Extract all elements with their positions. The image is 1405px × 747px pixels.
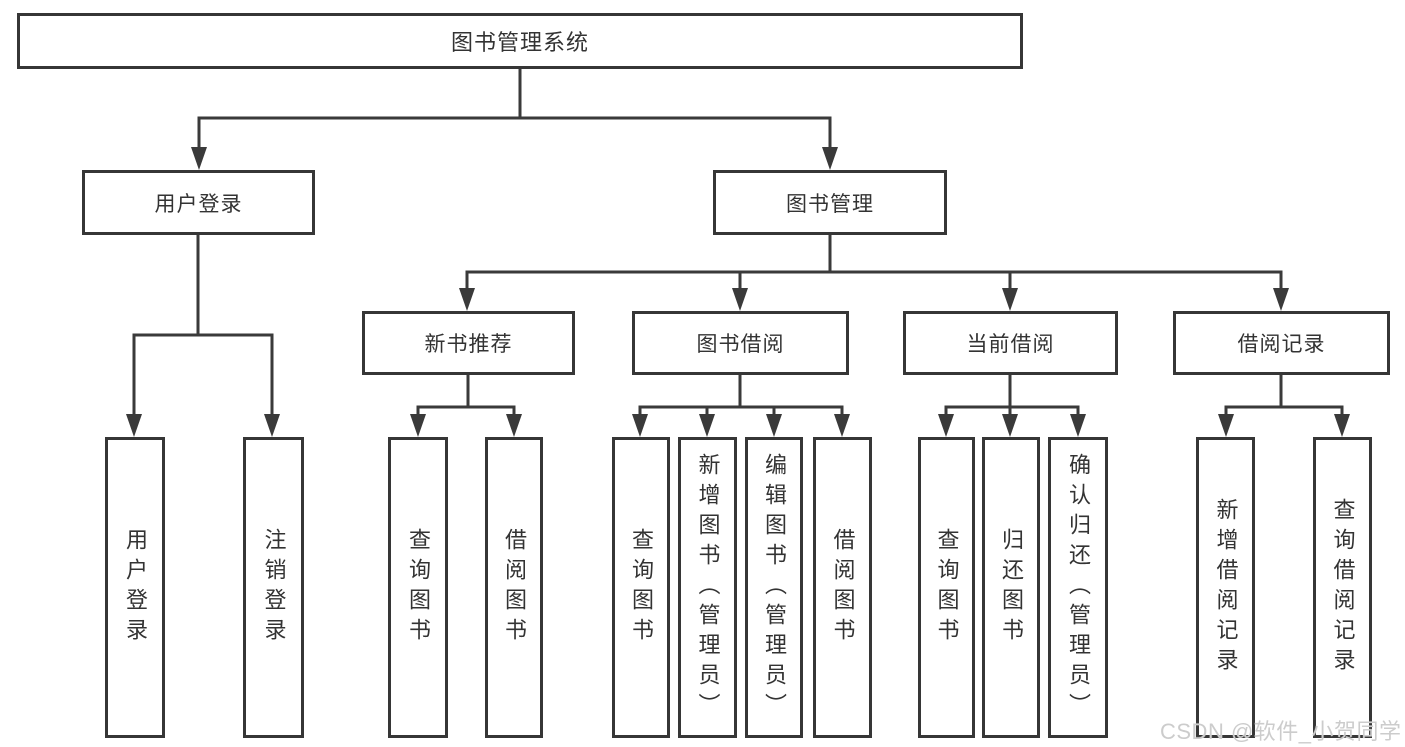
- leaf-add-book-admin: 新增图书（管理员）: [678, 437, 737, 738]
- leaf-borrowing-query-books: 查询图书: [612, 437, 670, 738]
- leaf-confirm-return-admin: 确认归还（管理员）: [1048, 437, 1108, 738]
- edges-user-login: [126, 233, 280, 437]
- leaf-logout: 注销登录: [243, 437, 304, 738]
- node-new-book-recommend: 新书推荐: [362, 311, 575, 375]
- edges-borrow-records: [1218, 373, 1350, 437]
- leaf-return-books: 归还图书: [982, 437, 1040, 738]
- node-book-management: 图书管理: [713, 170, 947, 235]
- leaf-add-borrow-record: 新增借阅记录: [1196, 437, 1255, 738]
- leaf-user-login: 用户登录: [105, 437, 165, 738]
- edges-root: [191, 66, 838, 170]
- leaf-current-query-books: 查询图书: [918, 437, 975, 738]
- csdn-watermark: CSDN @软件_小贺同学: [1160, 719, 1402, 744]
- leaf-query-borrow-record: 查询借阅记录: [1313, 437, 1372, 738]
- edges-new-book: [410, 373, 522, 437]
- node-system-root: 图书管理系统: [17, 13, 1023, 69]
- node-book-borrowing: 图书借阅: [632, 311, 849, 375]
- leaf-newbook-borrow-books: 借阅图书: [485, 437, 543, 738]
- node-user-login: 用户登录: [82, 170, 315, 235]
- leaf-edit-book-admin: 编辑图书（管理员）: [745, 437, 803, 738]
- leaf-borrowing-borrow-books: 借阅图书: [813, 437, 872, 738]
- edges-book-borrow: [632, 373, 850, 437]
- node-borrow-records: 借阅记录: [1173, 311, 1390, 375]
- leaf-newbook-query-books: 查询图书: [388, 437, 448, 738]
- edges-current-borrow: [938, 373, 1086, 437]
- edges-book-management: [459, 233, 1289, 311]
- node-current-borrowing: 当前借阅: [903, 311, 1118, 375]
